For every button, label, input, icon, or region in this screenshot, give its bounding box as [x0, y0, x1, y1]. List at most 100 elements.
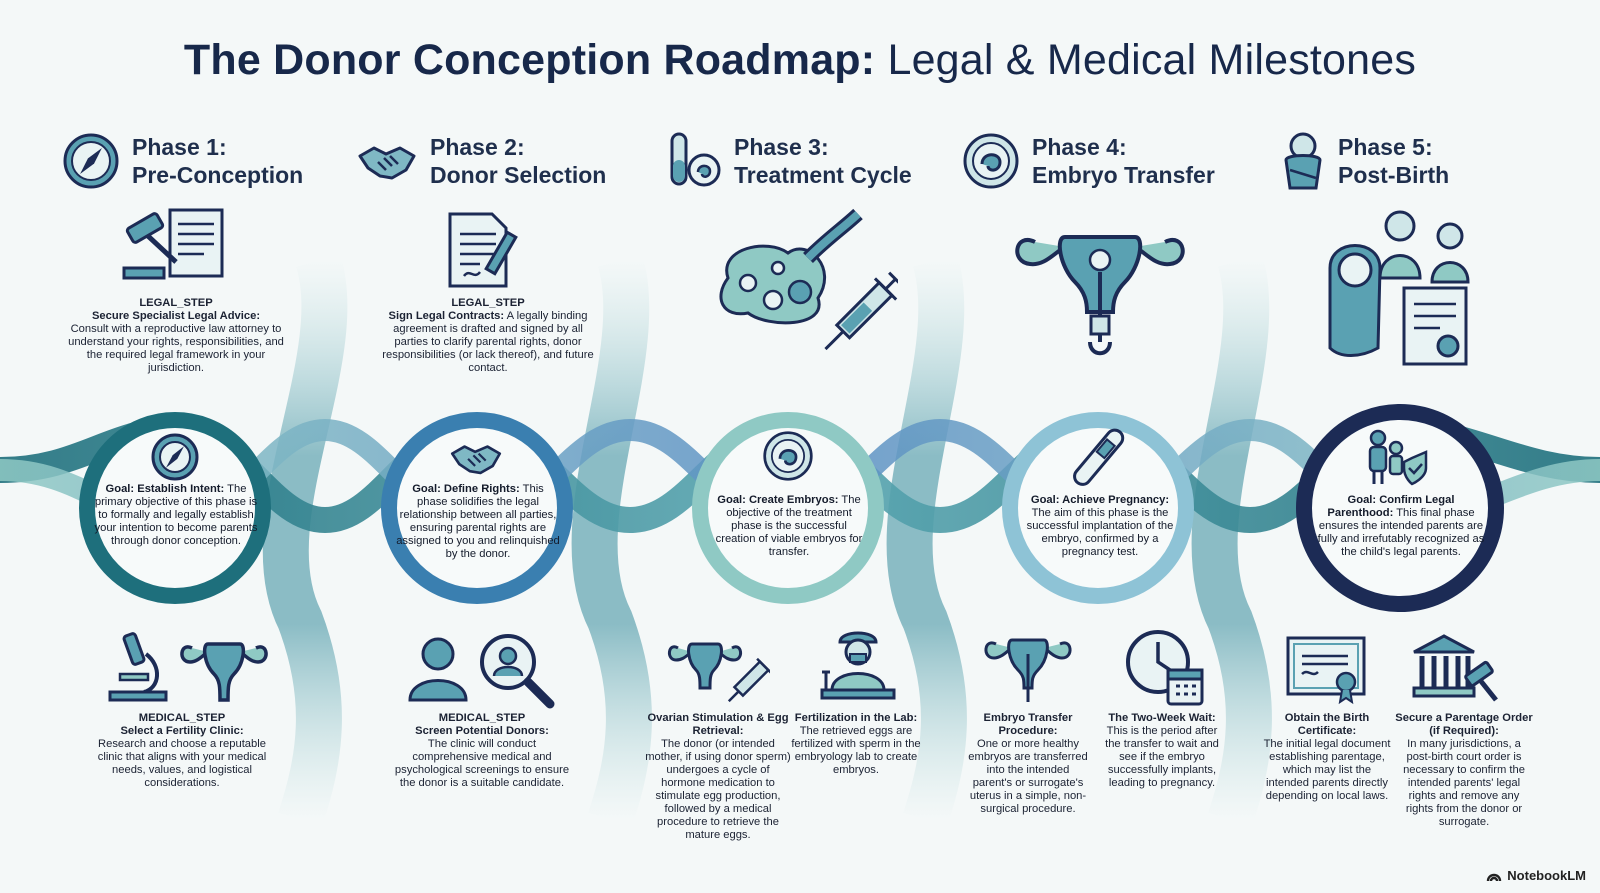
courthouse-gavel-icon [1412, 634, 1498, 702]
step-heading: Obtain the Birth Certificate: [1284, 712, 1370, 737]
goal-5: Goal: Confirm Legal Parenthood: This fin… [1316, 494, 1486, 559]
goal-2: Goal: Define Rights: This phase solidifi… [396, 483, 560, 561]
step-tag: MEDICAL_STEP [438, 712, 526, 724]
goal-body: The objective of the treatment phase is … [715, 494, 863, 558]
goal-ring-2 [381, 412, 573, 604]
compass-icon [151, 433, 199, 481]
step-body: One or more healthy embryos are transfer… [968, 738, 1088, 815]
step-heading: Secure a Parentage Order (if Required): [1395, 712, 1533, 737]
lab-scientist-icon [820, 631, 896, 700]
goal-3: Goal: Create Embryos: The objective of t… [712, 494, 866, 559]
gavel-document-icon [122, 208, 224, 280]
goal-ring-4 [1002, 412, 1194, 604]
uterus-syringe-icon [668, 642, 770, 703]
uterus-icon [180, 642, 268, 702]
microscope-icon [108, 632, 168, 702]
handshake-icon [450, 445, 502, 475]
step-body: Research and choose a reputable clinic t… [97, 738, 267, 789]
certificate-icon [1286, 636, 1366, 705]
step-heading: The Two-Week Wait: [1108, 712, 1216, 724]
step-body: This is the period after the transfer to… [1105, 725, 1219, 789]
step-heading: Embryo Transfer Procedure: [983, 712, 1073, 737]
medical-step-3: Ovarian Stimulation & Egg Retrieval: The… [644, 712, 792, 842]
phase-header-3: Phase 3:Treatment Cycle [664, 126, 912, 196]
medical-step-8: Secure a Parentage Order (if Required): … [1394, 712, 1534, 829]
step-heading: Select a Fertility Clinic: [120, 725, 244, 737]
test-tube-icon [670, 132, 721, 187]
magnifier-person-icon [480, 634, 555, 709]
handshake-icon [358, 146, 416, 180]
page-title: The Donor Conception Roadmap: Legal & Me… [0, 36, 1600, 85]
clock-calendar-icon [1126, 630, 1204, 706]
goal-ring-3 [692, 412, 884, 604]
goal-body: The aim of this phase is the successful … [1026, 507, 1174, 558]
medical-step-7: Obtain the Birth Certificate: The initia… [1262, 712, 1392, 803]
compass-icon [63, 133, 119, 189]
goal-heading: Goal: Establish Intent: [105, 483, 225, 495]
step-tag: LEGAL_STEP [451, 297, 525, 309]
step-body: In many jurisdictions, a post-birth cour… [1403, 738, 1525, 828]
goal-body: This final phase ensures the intended pa… [1317, 507, 1485, 558]
phase-title-line2: Post-Birth [1338, 162, 1450, 188]
step-tag: LEGAL_STEP [139, 297, 213, 309]
contract-pen-icon [448, 212, 518, 288]
step-heading: Screen Potential Donors: [415, 725, 549, 737]
goal-body: The primary objective of this phase is t… [94, 483, 258, 547]
notebooklm-logo-icon [1487, 873, 1502, 881]
person-icon [408, 637, 468, 702]
medical-step-1: MEDICAL_STEP Select a Fertility Clinic: … [94, 712, 270, 790]
goal-ring-5 [1296, 404, 1504, 612]
phase-title-line1: Phase 4: [1032, 134, 1127, 160]
uterus-catheter-icon [984, 638, 1072, 702]
goal-heading: Goal: Confirm Legal Parenthood: [1327, 494, 1455, 519]
goal-body: This phase solidifies the legal relation… [396, 483, 560, 560]
step-body: Consult with a reproductive law attorney… [68, 323, 284, 374]
medical-step-6: The Two-Week Wait: This is the period af… [1100, 712, 1224, 790]
legal-step-1: LEGAL_STEP Secure Specialist Legal Advic… [68, 297, 284, 375]
goal-1: Goal: Establish Intent: The primary obje… [92, 483, 260, 548]
step-body: The donor (or intended mother, if using … [645, 738, 791, 841]
family-shield-icon [1368, 429, 1428, 486]
step-heading: Secure Specialist Legal Advice: [91, 310, 261, 322]
phase-title-line2: Treatment Cycle [734, 162, 912, 188]
medical-step-5: Embryo Transfer Procedure: One or more h… [966, 712, 1090, 816]
notebooklm-brand: NotebookLM [1486, 868, 1586, 883]
step-heading: Fertilization in the Lab: [794, 712, 918, 724]
ovary-syringe-icon [719, 208, 898, 351]
phase-title-line2: Donor Selection [430, 162, 607, 188]
title-light: Legal & Medical Milestones [887, 36, 1417, 84]
brand-label: NotebookLM [1507, 868, 1586, 883]
goal-heading: Goal: Achieve Pregnancy: [1030, 494, 1170, 506]
medical-step-4: Fertilization in the Lab: The retrieved … [788, 712, 924, 777]
goal-heading: Goal: Create Embryos: [717, 494, 839, 506]
pregnancy-test-icon [1073, 428, 1125, 486]
step-heading: Sign Legal Contracts: [388, 310, 505, 322]
legal-step-2: LEGAL_STEP Sign Legal Contracts: A legal… [378, 297, 598, 375]
step-body: The retrieved eggs are fertilized with s… [791, 725, 921, 776]
baby-icon [1284, 132, 1322, 190]
step-heading: Ovarian Stimulation & Egg Retrieval: [647, 712, 789, 737]
phase-header-5: Phase 5:Post-Birth [1280, 126, 1449, 196]
embryo-icon [763, 431, 813, 481]
phase-title-line1: Phase 2: [430, 134, 525, 160]
phase-title-line2: Embryo Transfer [1032, 162, 1215, 188]
goal-4: Goal: Achieve Pregnancy: The aim of this… [1022, 494, 1178, 559]
phase-title-line2: Pre-Conception [132, 162, 304, 188]
baby-family-certificate-icon [1328, 210, 1470, 366]
phase-header-1: Phase 1:Pre-Conception [62, 126, 303, 196]
step-body: The clinic will conduct comprehensive me… [394, 738, 570, 789]
medical-step-2: MEDICAL_STEP Screen Potential Donors: Th… [392, 712, 572, 790]
embryo-icon [963, 133, 1019, 189]
phase-title-line1: Phase 1: [132, 134, 227, 160]
step-tag: MEDICAL_STEP [138, 712, 226, 724]
phase-title-line1: Phase 5: [1338, 134, 1433, 160]
goal-ring-1 [79, 412, 271, 604]
phase-title-line1: Phase 3: [734, 134, 829, 160]
phase-header-2: Phase 2:Donor Selection [356, 126, 606, 196]
goal-heading: Goal: Define Rights: [412, 483, 520, 495]
step-body: A legally binding agreement is drafted a… [382, 310, 594, 374]
title-bold: The Donor Conception Roadmap: [183, 36, 876, 84]
step-body: The initial legal document establishing … [1263, 738, 1391, 802]
uterus-catheter-icon [1015, 235, 1185, 356]
